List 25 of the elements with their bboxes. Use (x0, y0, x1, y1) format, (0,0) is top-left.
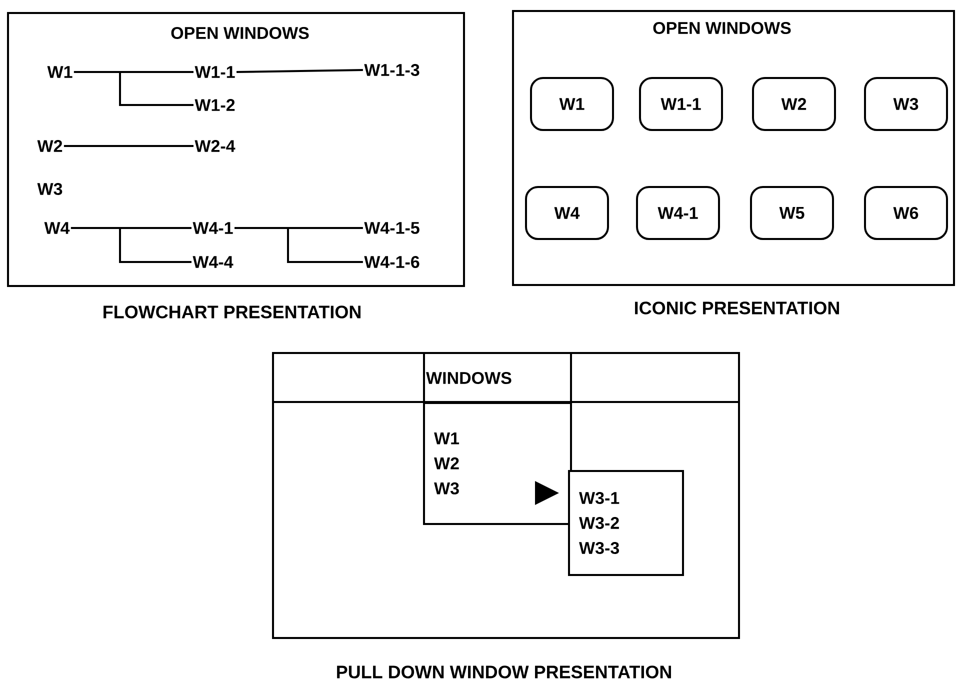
connector-line (64, 145, 194, 147)
menu-list: W3-1 W3-2 W3-3 (568, 470, 684, 576)
connector-line (234, 227, 363, 263)
window-label: W4 (44, 222, 70, 234)
connector-line (70, 227, 192, 263)
panel-heading: OPEN WINDOWS (171, 26, 309, 40)
window-label: W1-1-3 (364, 64, 420, 76)
window-label: W4-4 (192, 256, 234, 268)
panel-caption: FLOWCHART PRESENTATION (104, 306, 360, 318)
connector-line (236, 69, 363, 73)
menu-list: W1 W2 W3 (423, 402, 572, 525)
window-label: W1 (47, 66, 72, 78)
window-label: W4-1 (192, 222, 233, 234)
window-label: W4-1-6 (364, 256, 420, 268)
window-label: W4-1-5 (364, 222, 420, 234)
window-label: W1-1 (194, 66, 235, 78)
window-label: W2-4 (194, 140, 236, 152)
panel-caption: PULL DOWN WINDOW PRESENTATION (337, 666, 671, 678)
window-label: W2 (37, 140, 62, 152)
window-label: W1-2 (194, 99, 235, 111)
window-label: W3 (37, 182, 62, 196)
panel-caption: ICONIC PRESENTATION (635, 302, 839, 314)
menu-title: WINDOWS (423, 352, 572, 404)
connector-line (74, 71, 194, 106)
panel-heading: OPEN WINDOWS (653, 22, 791, 34)
